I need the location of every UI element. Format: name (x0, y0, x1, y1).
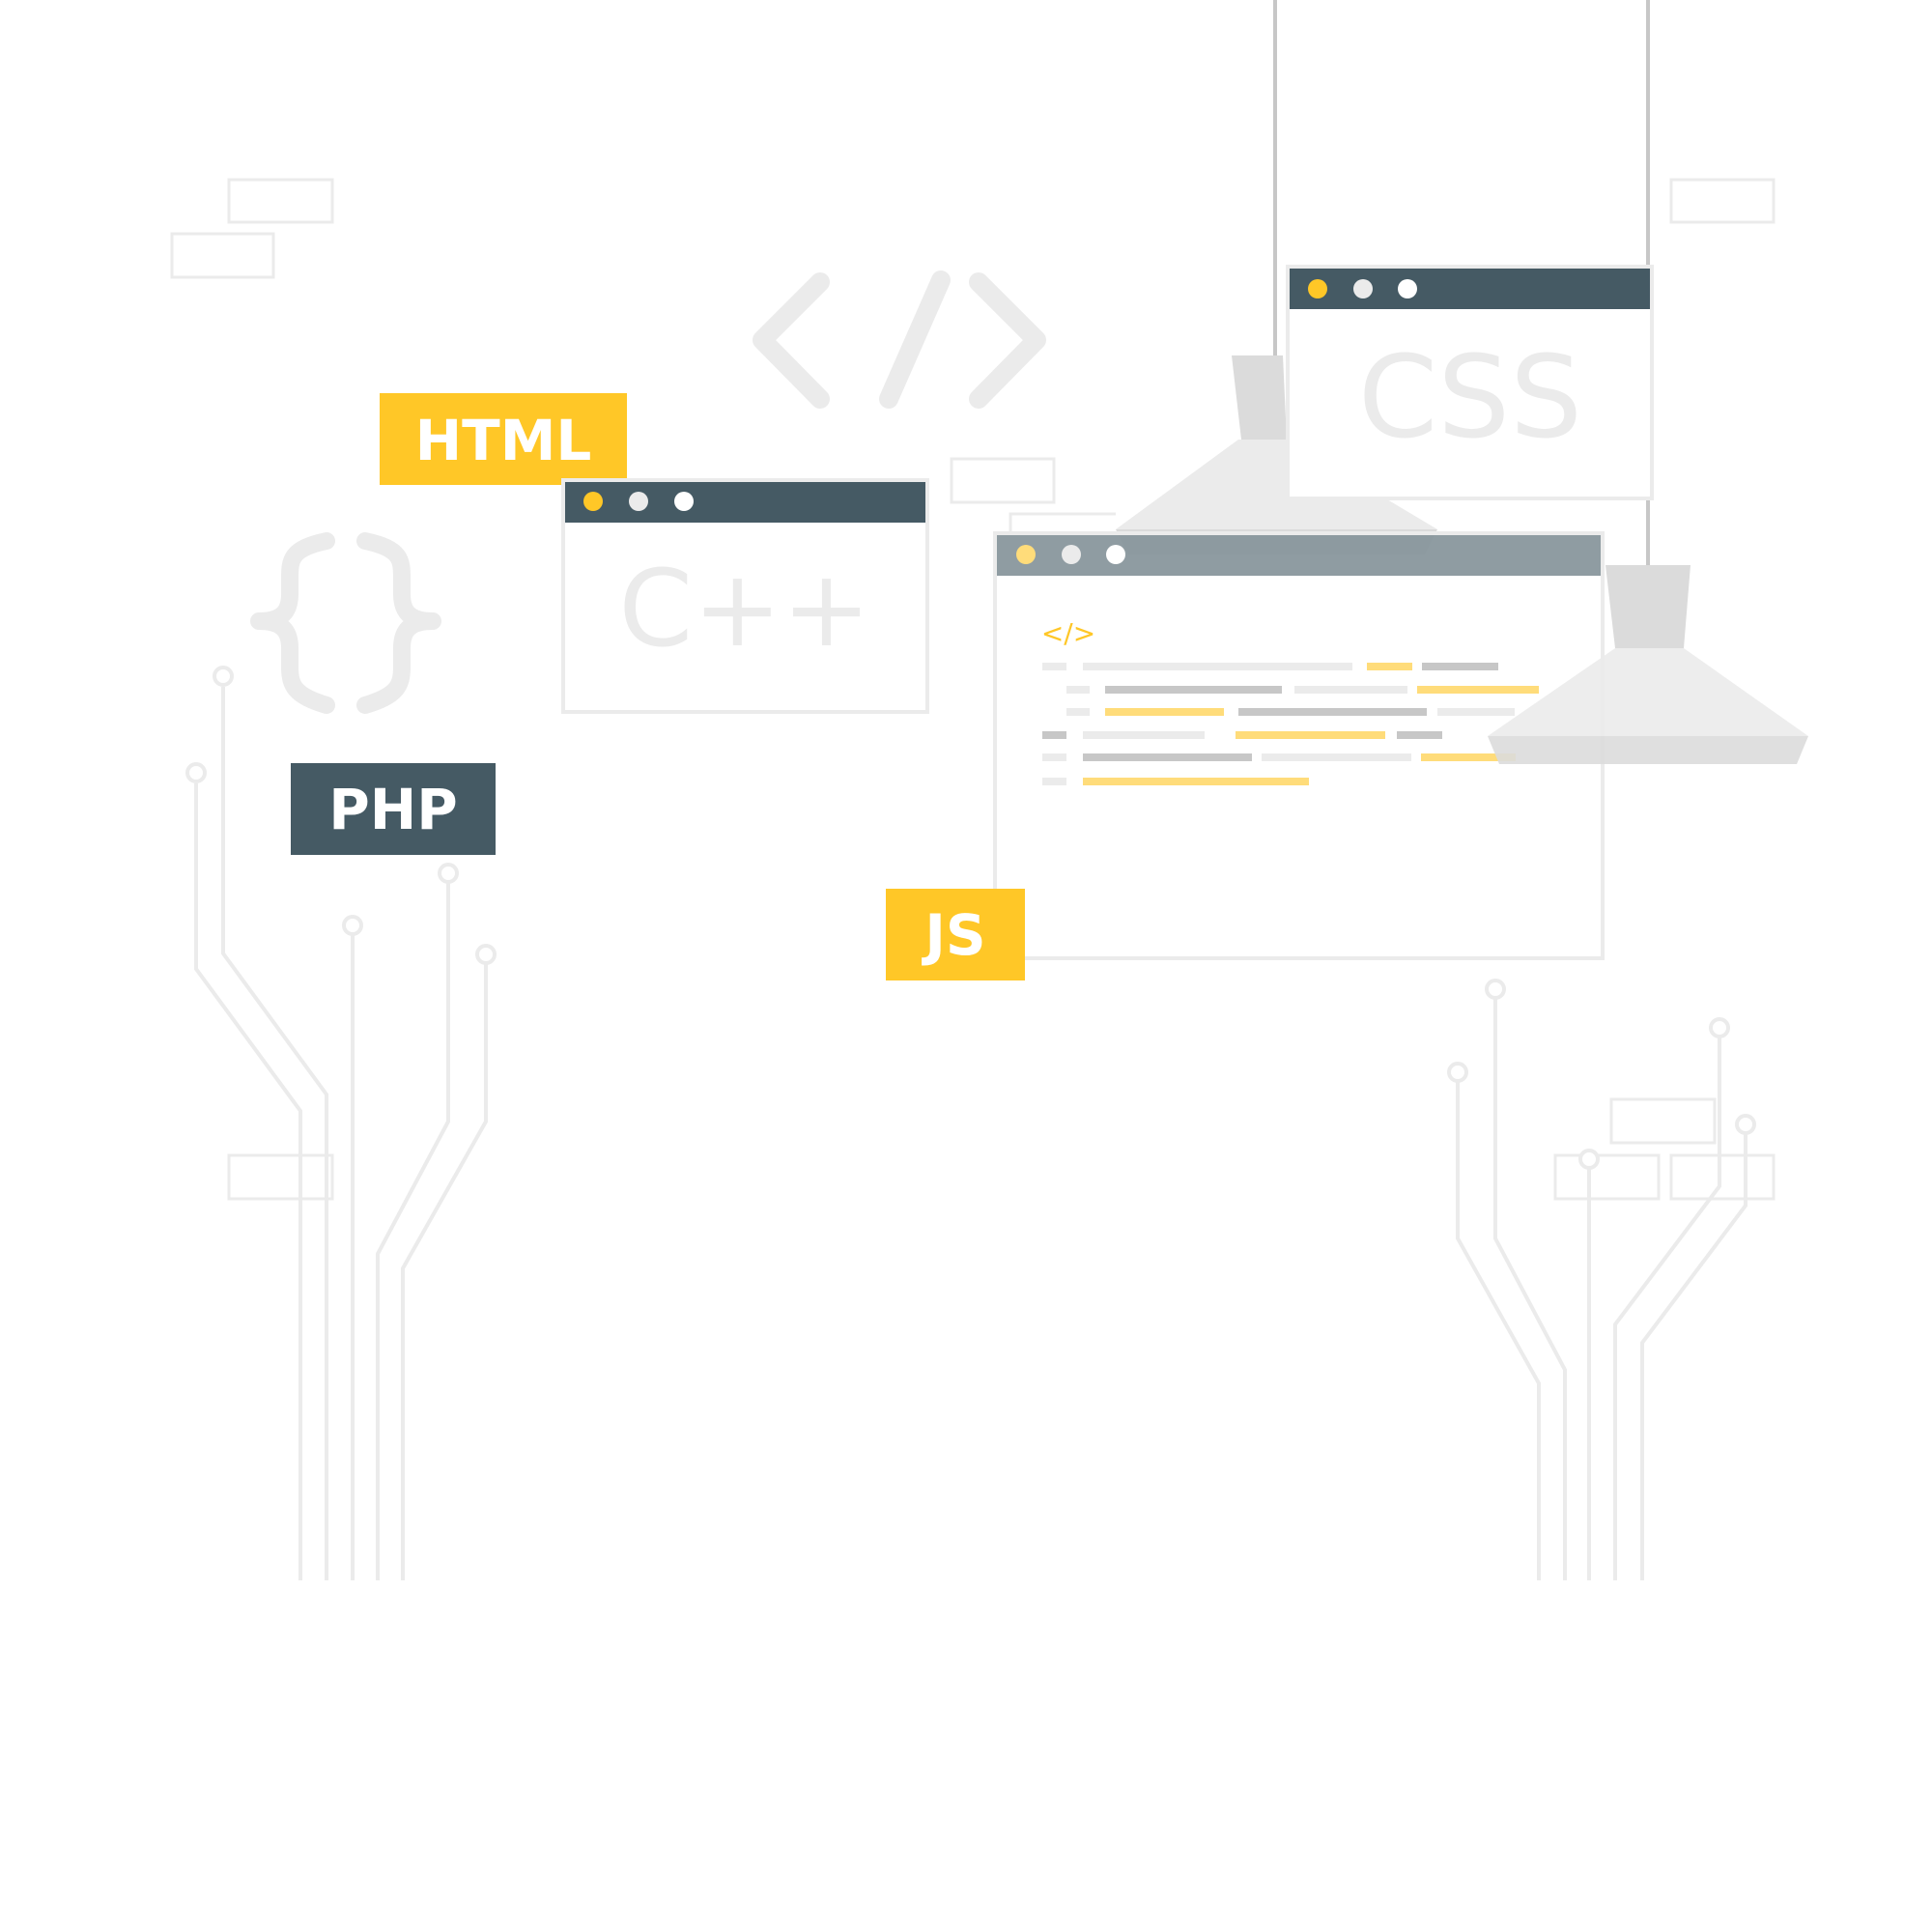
js-tag-bg (886, 889, 1025, 980)
cpp-window-titlebar (565, 482, 925, 523)
window-dot-icon (1398, 279, 1417, 298)
wall-bricks (170, 178, 1776, 1201)
brick-outline (1669, 178, 1776, 224)
html-tag-label: HTML (415, 408, 592, 473)
code-lines (1042, 663, 1539, 785)
window-dot-icon (1353, 279, 1373, 298)
circuit-lines-right (1456, 999, 1747, 1580)
brick-outline (1669, 1153, 1776, 1201)
js-tag-label: JS (921, 902, 985, 968)
window-dot-icon (1016, 545, 1036, 564)
window-dot-icon (1106, 545, 1125, 564)
css-window-titlebar (1290, 269, 1650, 309)
window-dot-icon (629, 492, 648, 511)
circuit-nodes-left (185, 666, 497, 965)
cpp-window-label: C++ (618, 547, 870, 670)
html-tag: HTML (380, 393, 627, 485)
window-dot-icon (674, 492, 694, 511)
brick-outline (1609, 1097, 1717, 1145)
brick-outline (1553, 1153, 1661, 1201)
css-window: CSS (1286, 265, 1654, 500)
code-editor-titlebar (997, 535, 1601, 576)
js-tag: JS (886, 889, 1025, 980)
window-dot-icon (1308, 279, 1327, 298)
circuit-lines-left (194, 687, 488, 1580)
brick-outline (227, 1153, 334, 1201)
code-tag-icon (753, 270, 1046, 409)
css-window-label: CSS (1358, 330, 1582, 464)
mini-code-tag: </> (1041, 617, 1095, 649)
html-tag-bg (380, 393, 627, 485)
brick-outline (950, 457, 1056, 504)
cpp-window: C++ (561, 478, 929, 714)
hanging-lamp (1488, 565, 1808, 764)
circuit-nodes-right (1447, 979, 1756, 1170)
curly-braces-icon (250, 532, 441, 714)
brick-outline (170, 232, 275, 279)
window-dot-icon (1062, 545, 1081, 564)
php-tag-label: PHP (328, 777, 458, 842)
window-dot-icon (583, 492, 603, 511)
decor-outline (1009, 512, 1116, 533)
php-tag-bg (291, 763, 496, 855)
php-tag: PHP (291, 763, 496, 855)
brick-outline (227, 178, 334, 224)
